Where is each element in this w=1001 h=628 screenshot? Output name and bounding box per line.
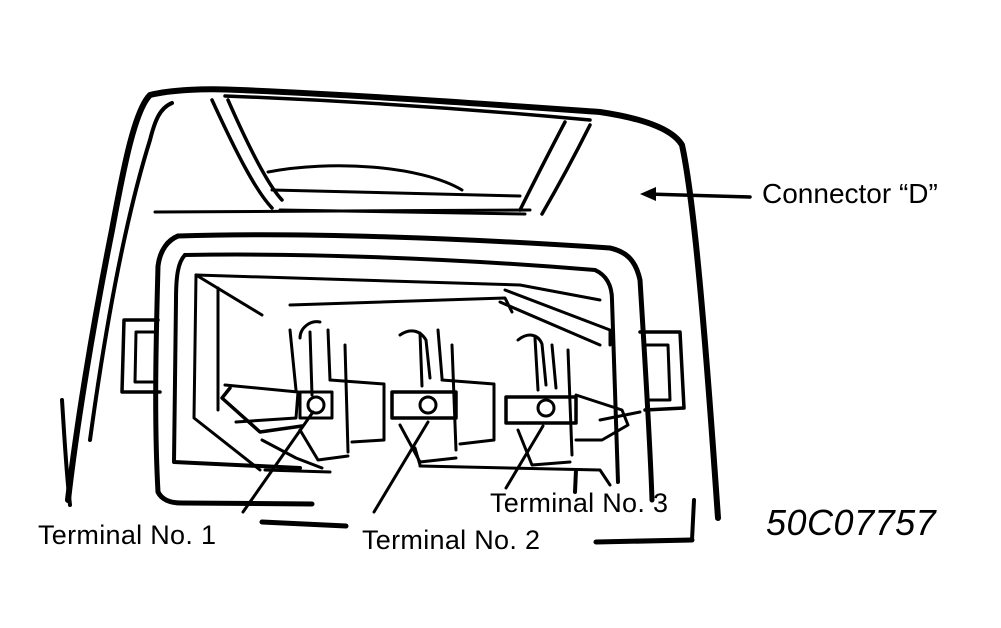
connector-face [153,232,655,507]
connector-leader-line [645,192,752,199]
terminal-cavity-2 [390,328,496,467]
terminal-cavity-3 [504,333,642,467]
terminal-1-label: Terminal No. 1 [38,520,217,550]
terminal-3-label: Terminal No. 3 [490,488,669,518]
terminal-2-label: Terminal No. 2 [362,525,541,555]
terminal-1-leader-line [241,410,315,514]
connector-d-label: Connector “D” [762,178,938,209]
terminal-cavity-1 [220,320,386,470]
side-latches [120,318,686,412]
bottom-edge-strokes [259,468,696,545]
terminal-3-leader-line [504,424,545,490]
leader-lines [241,187,752,514]
connector-leader-arrowhead [640,187,656,201]
terminal-2-leader-line [372,420,430,514]
connector-housing [60,86,721,521]
figure-code-label: 50C07757 [766,502,937,543]
